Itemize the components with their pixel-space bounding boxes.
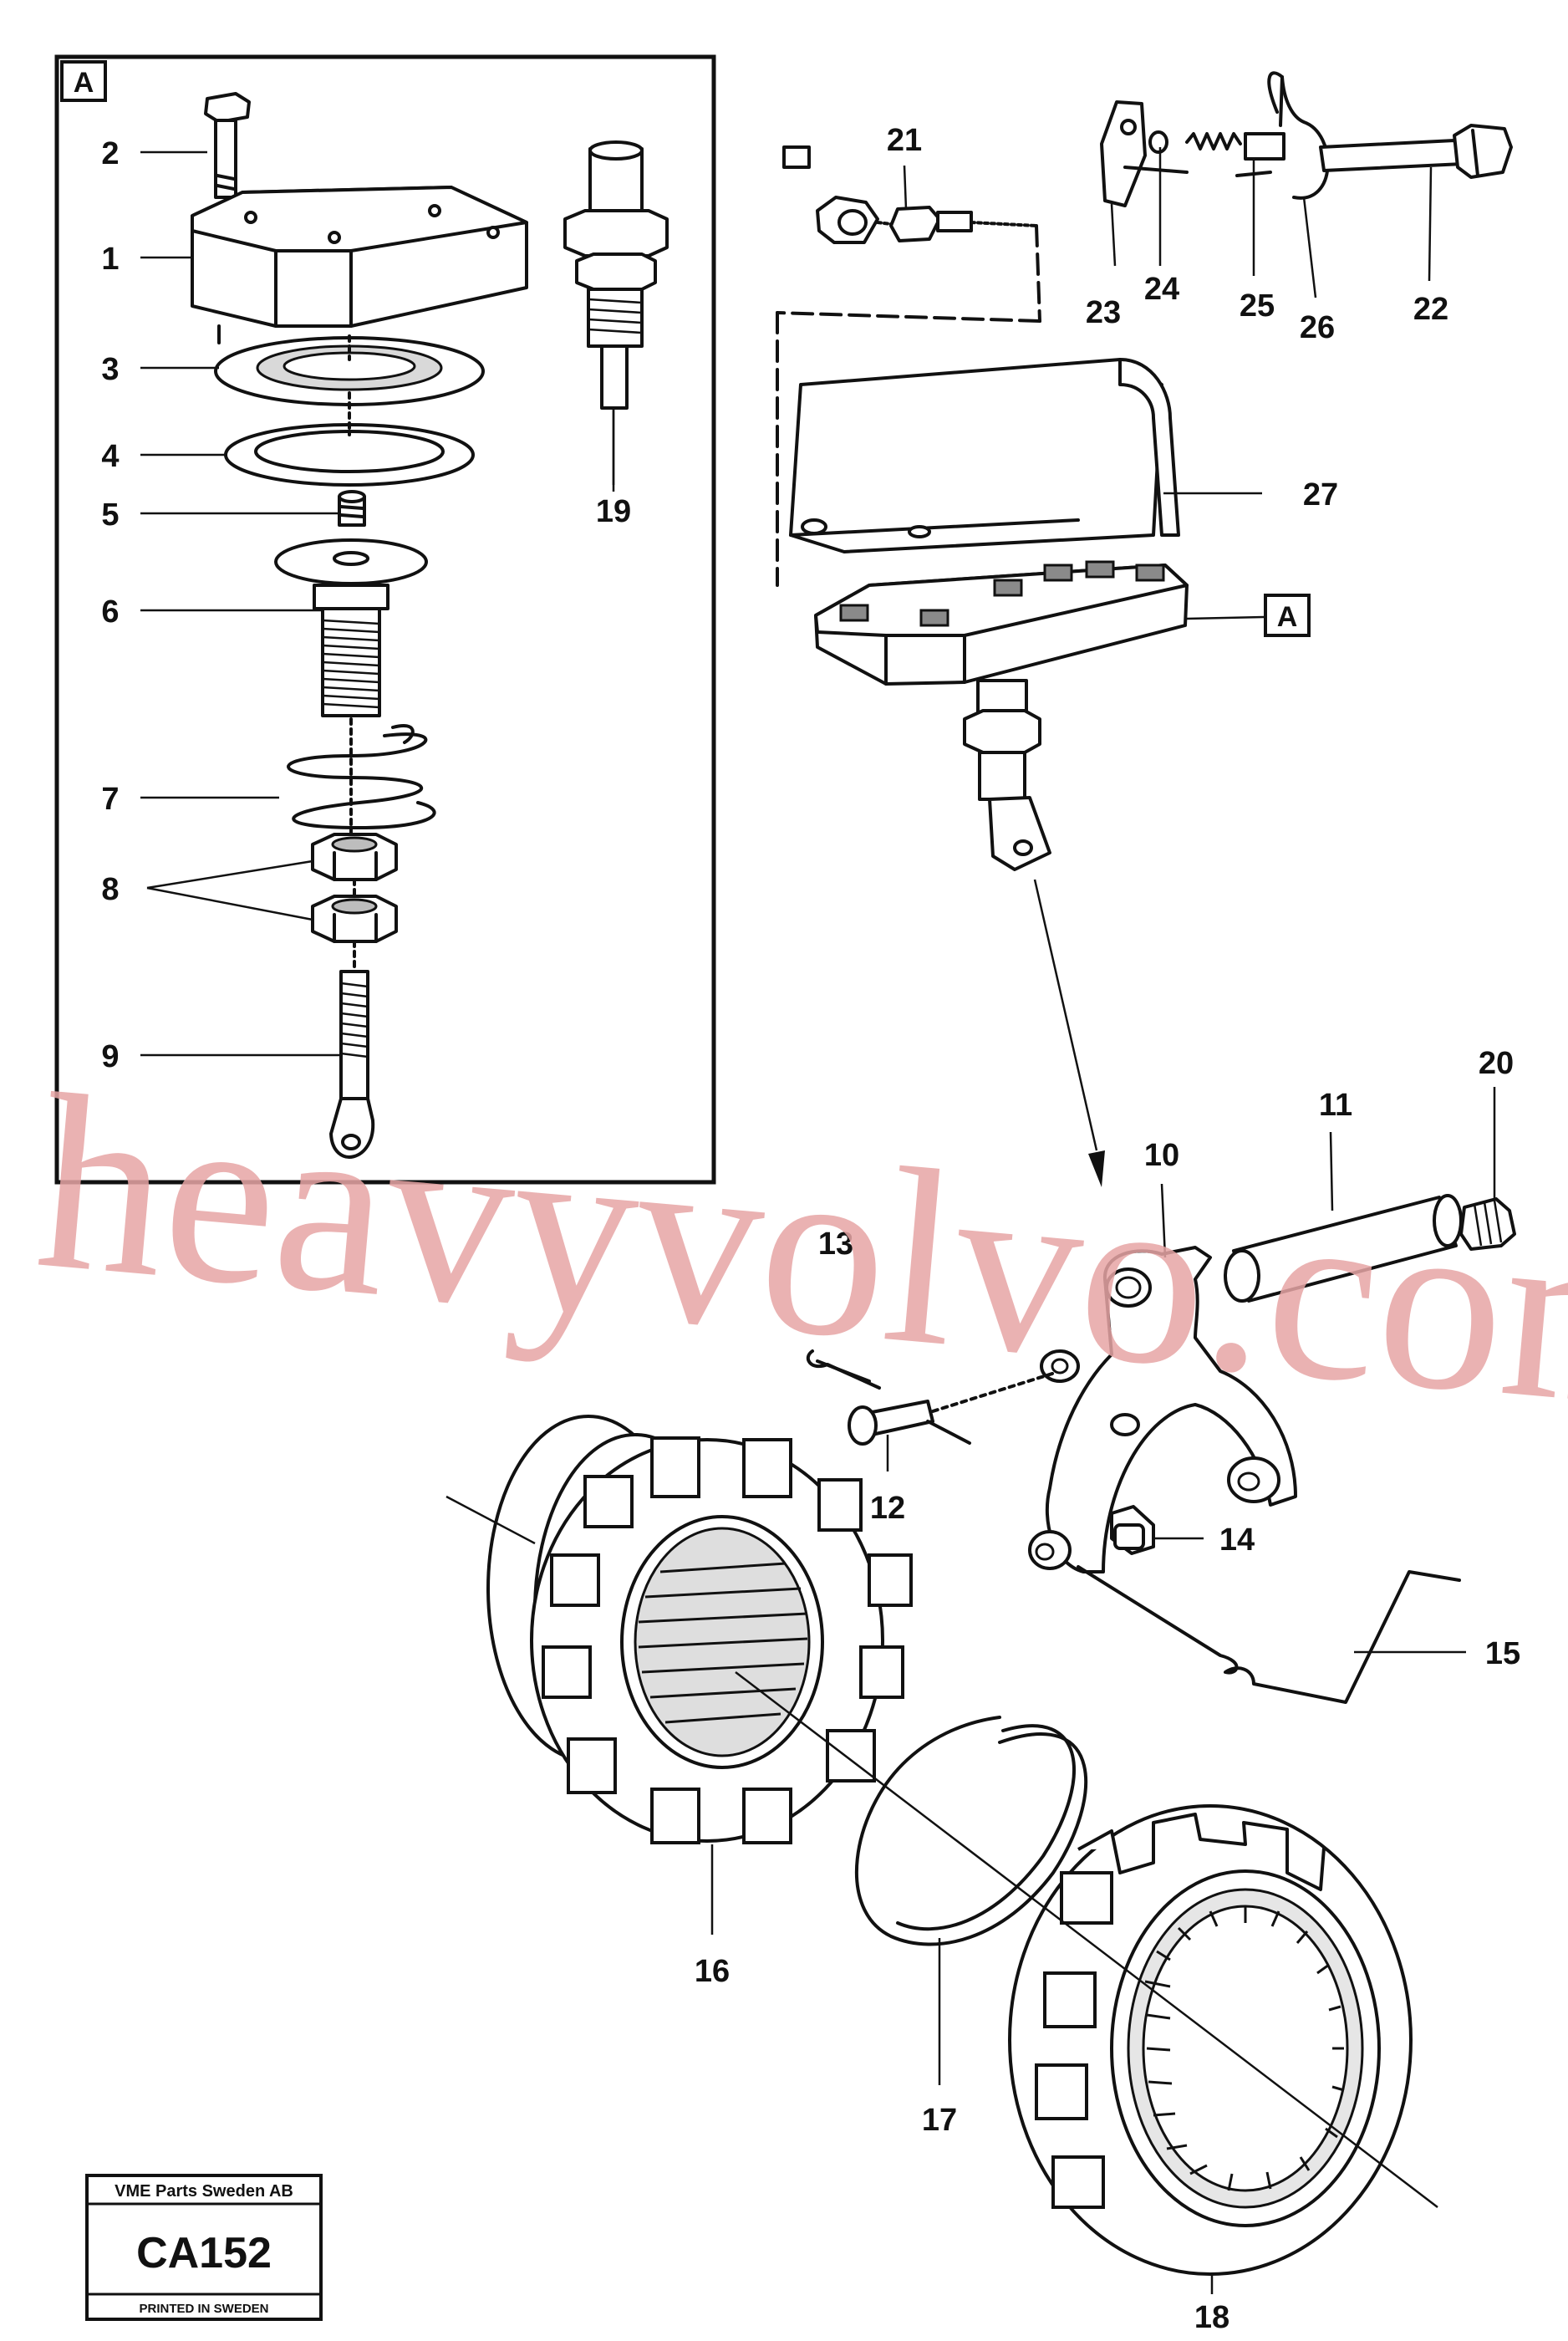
callout-8: 8 (101, 872, 119, 907)
callout-10: 10 (1144, 1138, 1179, 1173)
callout-tag-a: A (1186, 594, 1311, 637)
part-assembled-housing (814, 560, 1189, 871)
part-shift-fork (1028, 1246, 1297, 1573)
part-spring (287, 717, 436, 838)
callout-7: 7 (101, 782, 119, 817)
part-nut-upper (311, 833, 398, 881)
callout-15: 15 (1485, 1636, 1520, 1671)
callout-1: 1 (101, 242, 119, 277)
callout-26: 26 (1300, 310, 1335, 345)
callout-16: 16 (695, 1954, 730, 1989)
part-clamp-bracket (1100, 100, 1189, 207)
callout-numbers: 2 1 3 4 5 6 7 8 9 19 21 23 24 25 26 22 2… (101, 123, 1520, 2335)
part-gasket-ring (224, 391, 475, 487)
center-axis-line (735, 1671, 1438, 2208)
callout-21: 21 (887, 123, 922, 158)
part-spring-pin (1185, 132, 1285, 177)
callout-3: 3 (101, 352, 119, 387)
part-threaded-sleeve (274, 538, 428, 717)
part-clevis-pin (848, 1371, 1056, 1446)
stamp-printed: PRINTED IN SWEDEN (139, 2302, 268, 2316)
part-pipe (780, 68, 1117, 182)
part-bolt (204, 92, 251, 227)
part-plug (1459, 1197, 1516, 1251)
inset-tag-box (60, 60, 107, 102)
part-cotter-pin (806, 1349, 881, 1390)
inset-box-a: A (54, 54, 716, 1185)
callout-27: 27 (1303, 477, 1338, 513)
part-shaft (1224, 1194, 1463, 1303)
part-splined-sleeve (1008, 1804, 1413, 2276)
part-spring-wire (1077, 1565, 1461, 1704)
part-eye-bolt (329, 940, 375, 1159)
callout-25: 25 (1240, 288, 1275, 324)
part-clip (1267, 71, 1330, 200)
callout-14: 14 (1219, 1522, 1255, 1558)
callout-20: 20 (1479, 1046, 1514, 1081)
callout-23: 23 (1086, 295, 1121, 330)
part-pivot-pin (1110, 1505, 1155, 1555)
leader-lines (140, 147, 1496, 2294)
callout-11: 11 (1319, 1088, 1352, 1123)
callout-2: 2 (101, 136, 119, 171)
part-sensor-switch (563, 140, 669, 410)
callout-17: 17 (922, 2103, 957, 2138)
part-sealing-disc (214, 334, 485, 406)
callout-12: 12 (870, 1491, 905, 1526)
part-sliding-sleeve (445, 1415, 913, 1844)
callout-13: 13 (818, 1227, 853, 1262)
part-union-fitting (776, 196, 1041, 587)
part-bushing (338, 490, 366, 527)
callout-24: 24 (1144, 272, 1179, 307)
callout-18: 18 (1194, 2300, 1229, 2335)
inset-tag-label: A (74, 67, 94, 99)
callout-6: 6 (101, 594, 119, 630)
callout-19: 19 (596, 494, 631, 529)
callout-9: 9 (101, 1039, 119, 1074)
part-cover-guard (789, 358, 1180, 553)
part-long-bolt (1319, 124, 1513, 179)
stamp-block: VME Parts Sweden AB CA152 PRINTED IN SWE… (85, 2174, 323, 2321)
part-housing-block (191, 186, 528, 344)
part-retaining-ring (855, 1716, 1088, 1946)
stamp-company: VME Parts Sweden AB (115, 2182, 293, 2201)
callout-4: 4 (101, 439, 119, 474)
part-nut-lower (311, 878, 398, 943)
assembly-arrow (1033, 879, 1105, 1187)
callout-tag-label: A (1277, 601, 1298, 633)
stamp-code: CA152 (136, 2229, 272, 2277)
callout-22: 22 (1413, 292, 1448, 327)
callout-5: 5 (101, 497, 119, 533)
